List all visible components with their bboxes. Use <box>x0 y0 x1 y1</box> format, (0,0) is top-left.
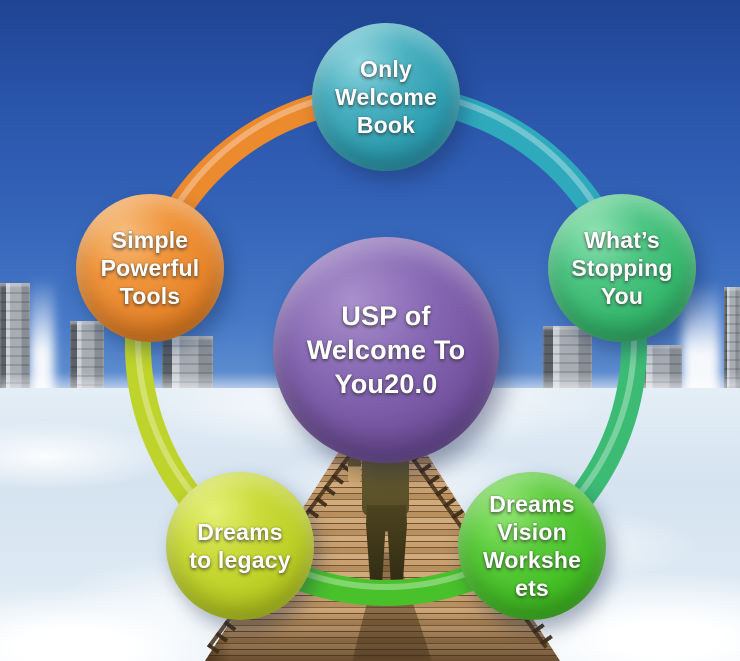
node-label: Dreams Vision Workshe ets <box>482 491 582 601</box>
node-label: What’s Stopping You <box>571 227 673 309</box>
node-label: USP of Welcome To You20.0 <box>306 301 466 399</box>
node-whats-stopping-you: What’s Stopping You <box>548 194 696 342</box>
node-center-usp: USP of Welcome To You20.0 <box>273 237 499 463</box>
node-only-welcome-book: Only Welcome Book <box>312 23 460 171</box>
node-dreams-to-legacy: Dreams to legacy <box>166 472 314 620</box>
node-label: Dreams to legacy <box>189 519 291 573</box>
node-simple-powerful-tools: Simple Powerful Tools <box>76 194 224 342</box>
node-label: Simple Powerful Tools <box>100 227 200 309</box>
person-hand <box>348 458 361 483</box>
computer-tower <box>724 287 740 395</box>
node-label: Only Welcome Book <box>335 56 437 138</box>
node-dreams-vision-worksheets: Dreams Vision Workshe ets <box>458 472 606 620</box>
